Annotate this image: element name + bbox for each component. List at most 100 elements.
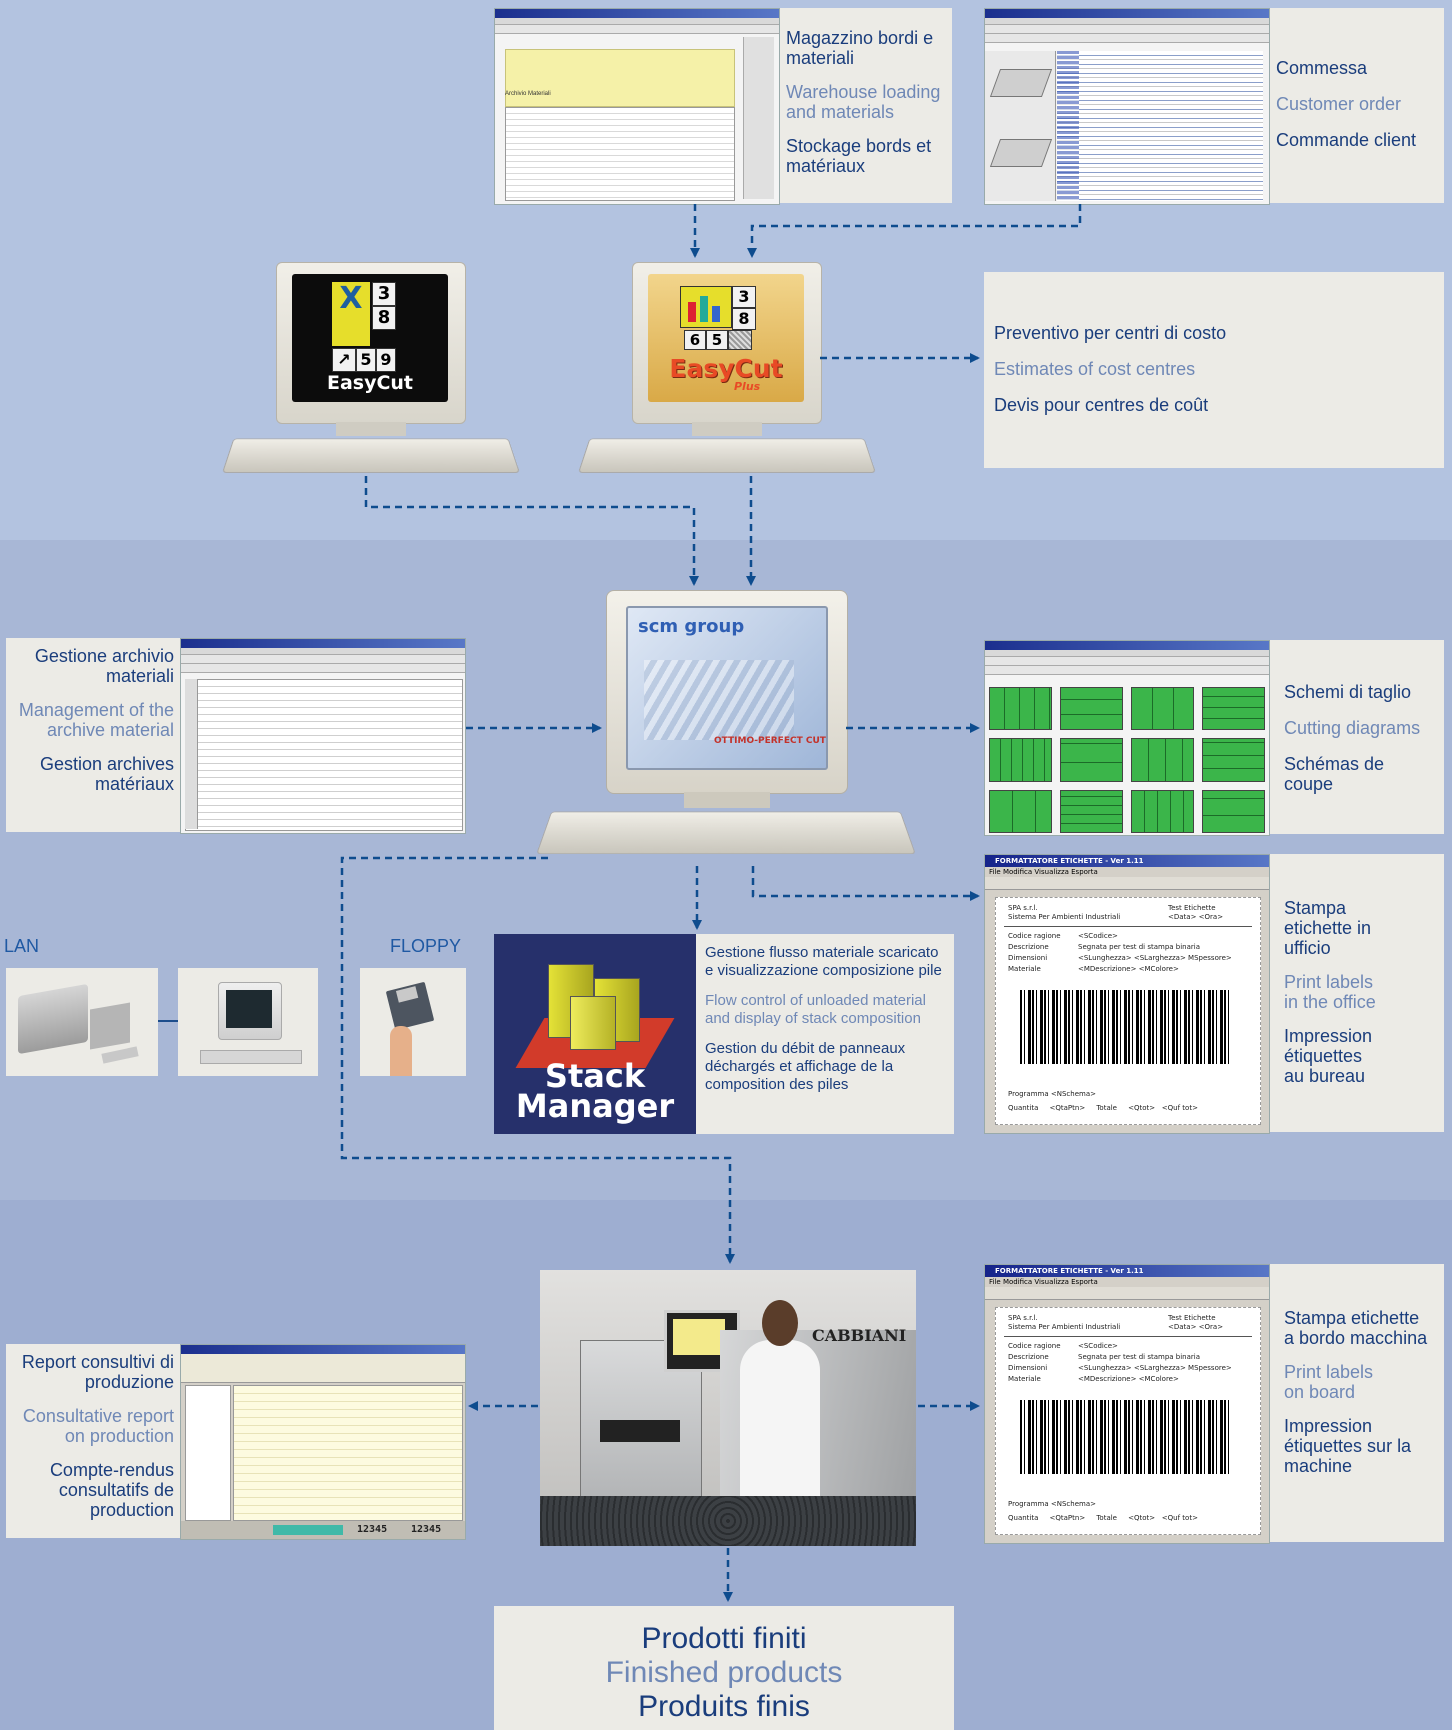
label-machine-document: SPA s.r.l. Sistema Per Ambienti Industri… — [995, 1307, 1261, 1535]
estimates-fr: Devis pour centres de coût — [994, 395, 1209, 415]
label-doc-row-key: Codice ragione — [1008, 1342, 1061, 1350]
label-machine-en: Print labels on board — [1284, 1362, 1374, 1402]
label-doc-row-key: Materiale — [1008, 965, 1041, 973]
order-it: Commessa — [1276, 58, 1368, 78]
label-doc-qty: Quantita <QtaPtn> Totale <Qtot> <Quf tot… — [1008, 1514, 1198, 1522]
label-machine-fr: Impression étiquettes sur la machine — [1284, 1416, 1412, 1476]
label-doc-subtitle: Sistema Per Ambienti Industriali — [1008, 913, 1121, 921]
easycut-label: EasyCut — [326, 372, 414, 394]
label-doc-row-key: Descrizione — [1008, 943, 1049, 951]
easycut-digit-4: 9 — [376, 348, 396, 372]
stack-manager-logo: Stack Manager — [494, 934, 696, 1134]
stack-logo-line1: Stack — [544, 1057, 646, 1095]
label-office-menu: File Modifica Visualizza Esporta — [989, 868, 1098, 876]
label-doc-row-key: Codice ragione — [1008, 932, 1061, 940]
arrow-central-to-machine — [340, 856, 735, 1264]
lan-pc-2 — [178, 968, 318, 1076]
archive-fr: Gestion archives matériaux — [39, 754, 174, 794]
warehouse-fr: Stockage bords et matériaux — [786, 136, 932, 176]
label-doc-row-value: <SCodice> — [1078, 1342, 1118, 1350]
report-status-2: 12345 — [411, 1524, 442, 1535]
report-fr: Compte-rendus consultatifs de production — [49, 1460, 174, 1520]
label-doc-qty: Quantita <QtaPtn> Totale <Qtot> <Quf tot… — [1008, 1104, 1198, 1112]
label-doc-row-key: Descrizione — [1008, 1353, 1049, 1361]
label-doc-right2: <Data> <Ora> — [1168, 1323, 1224, 1331]
label-office-screenshot: FORMATTATORE ETICHETTE - Ver 1.11 File M… — [984, 854, 1270, 1134]
arrow-order-to-easycutplus — [747, 204, 1082, 258]
easycut-arrow-icon: ↗ — [332, 348, 356, 372]
stack-card — [696, 934, 954, 1134]
label-doc-row-value: <MDescrizione> <MColore> — [1078, 965, 1179, 973]
machine-photo: CABBIANI — [540, 1270, 916, 1546]
cutting-en: Cutting diagrams — [1284, 718, 1421, 738]
easycut-plus-digit-1: 3 — [732, 286, 756, 308]
label-doc-row-key: Materiale — [1008, 1375, 1041, 1383]
finished-it: Prodotti finiti — [641, 1622, 807, 1655]
label-doc-company: SPA s.r.l. — [1008, 1314, 1038, 1322]
label-doc-row: Codice ragione <SCodice> — [1008, 1342, 1248, 1353]
cutting-it: Schemi di taglio — [1284, 682, 1412, 702]
archive-it: Gestione archivio materiali — [34, 646, 174, 686]
easycut-plus-computer: 3 8 6 5 EasyCut Plus — [578, 262, 876, 476]
label-office-en: Print labels in the office — [1284, 972, 1376, 1012]
arrow-central-to-label-office — [751, 866, 980, 901]
label-doc-right1: Test Etichette — [1168, 904, 1216, 912]
label-machine-it: Stampa etichette a bordo macchina — [1284, 1308, 1428, 1348]
label-machine-window-title: FORMATTATORE ETICHETTE - Ver 1.11 — [985, 1265, 1269, 1277]
label-office-window-title: FORMATTATORE ETICHETTE - Ver 1.11 — [985, 855, 1269, 867]
label-doc-row-value: Segnata per test di stampa binaria — [1078, 1353, 1200, 1361]
label-doc-row: Materiale <MDescrizione> <MColore> — [1008, 1375, 1248, 1386]
easycut-plus-digit-3: 6 — [684, 330, 706, 350]
label-office-document: SPA s.r.l. Sistema Per Ambienti Industri… — [995, 897, 1261, 1125]
estimates-card — [984, 272, 1444, 468]
barcode — [1020, 1400, 1230, 1474]
stack-logo-line2: Manager — [515, 1087, 675, 1125]
central-brand: scm group — [638, 616, 745, 637]
warehouse-screenshot: Archivio Materiali — [494, 8, 780, 205]
order-en: Customer order — [1276, 94, 1402, 114]
report-status-1: 12345 — [357, 1524, 388, 1535]
label-doc-program: Programma <NSchema> — [1008, 1500, 1096, 1508]
label-doc-row: Dimensioni<SLunghezza> <SLarghezza> MSpe… — [1008, 954, 1248, 965]
hand-icon — [390, 1026, 412, 1076]
archive-en: Management of the archive material — [18, 700, 174, 740]
lan-pc-1 — [6, 968, 158, 1076]
lan-connector — [158, 1020, 178, 1022]
label-doc-row: Descrizione Segnata per test di stampa bi… — [1008, 1353, 1248, 1364]
central-computer: scm group OTTIMO-PERFECT CUT — [536, 590, 916, 866]
easycut-digit-2: 8 — [372, 306, 396, 330]
report-screenshot: 12345 12345 — [180, 1344, 466, 1540]
label-machine-screenshot: FORMATTATORE ETICHETTE - Ver 1.11 File M… — [984, 1264, 1270, 1544]
label-doc-row: Descrizione Segnata per test di stampa bi… — [1008, 943, 1248, 954]
finished-en: Finished products — [605, 1656, 843, 1689]
floppy-label: FLOPPY — [390, 936, 462, 956]
label-doc-row-key: Dimensioni — [1008, 1364, 1048, 1372]
report-it: Report consultivi di produzione — [21, 1352, 174, 1392]
label-doc-row-value: <SLunghezza> <SLarghezza> MSpessore> — [1078, 1364, 1232, 1372]
floppy-card — [360, 968, 466, 1076]
label-doc-program: Programma <NSchema> — [1008, 1090, 1096, 1098]
warehouse-screenshot-title: Archivio Materiali — [505, 91, 551, 97]
label-doc-company: SPA s.r.l. — [1008, 904, 1038, 912]
order-fr: Commande client — [1276, 130, 1417, 150]
stack-en: Flow control of unloaded material and di… — [705, 992, 926, 1027]
easycut-digit-1: 3 — [372, 282, 396, 306]
warehouse-it: Magazzino bordi e materiali — [786, 28, 934, 68]
label-machine-menu: File Modifica Visualizza Esporta — [989, 1278, 1098, 1286]
label-doc-row: Dimensioni <SLunghezza> <SLarghezza> MSpe… — [1008, 1364, 1248, 1375]
central-product: OTTIMO-PERFECT CUT — [714, 736, 826, 746]
label-doc-row-value: Segnata per test di stampa binaria — [1078, 943, 1200, 951]
easycut-plus-sub: Plus — [734, 380, 761, 393]
report-en: Consultative report on production — [22, 1406, 174, 1446]
stack-fr: Gestion du débit de panneaux déchargés e… — [705, 1040, 906, 1093]
label-doc-subtitle: Sistema Per Ambienti Industriali — [1008, 1323, 1121, 1331]
label-doc-row-value: <MDescrizione> <MColore> — [1078, 1375, 1179, 1383]
label-doc-rows-machine: Codice ragione <SCodice> Descrizione Segnat… — [1008, 1342, 1248, 1386]
finished-card — [494, 1606, 954, 1730]
estimates-en: Estimates of cost centres — [994, 359, 1196, 379]
cutting-screenshot — [984, 640, 1270, 836]
easycut-digit-3: 5 — [356, 348, 376, 372]
warehouse-en: Warehouse loading and materials — [786, 82, 941, 122]
